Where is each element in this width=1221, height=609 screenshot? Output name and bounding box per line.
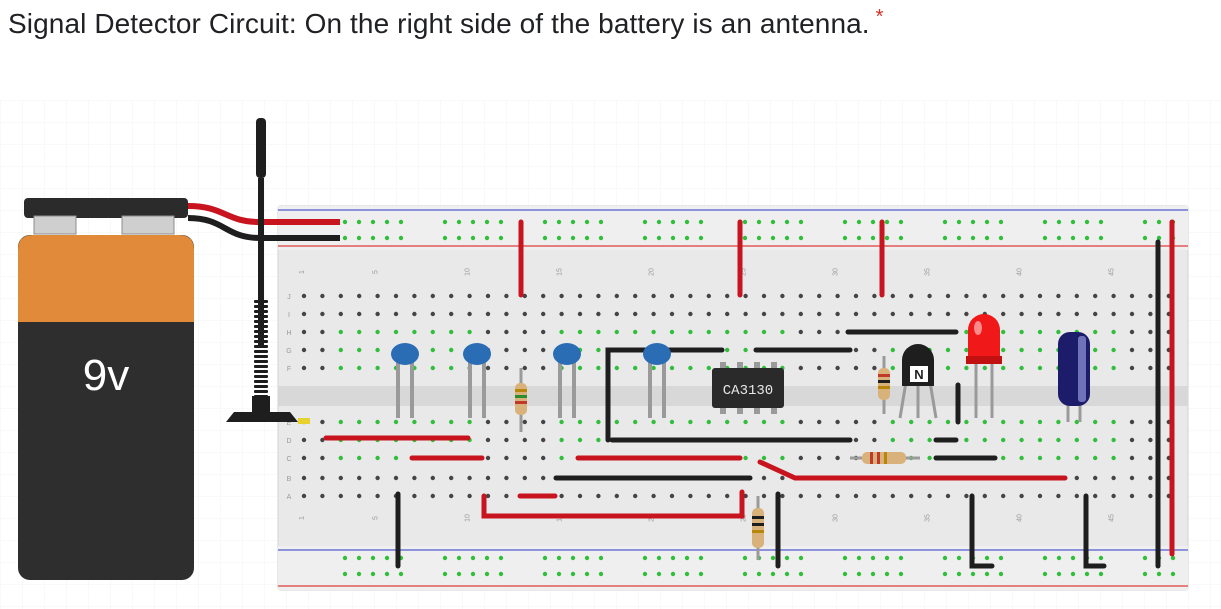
row-letters: J I H G F E D C B A [286,294,291,501]
column-number: 10 [465,514,472,522]
chip-label: CA3130 [723,383,773,399]
ceramic-capacitors [391,343,671,418]
resistor-r2 [878,356,890,414]
column-number: 30 [833,268,840,276]
battery-9v: 9v [18,198,194,580]
column-number: 1 [299,270,306,274]
column-number: 5 [373,270,380,274]
column-number: 35 [925,514,932,522]
row-letter: G [286,348,291,355]
transistor-npn: N [898,344,938,419]
resistor-r4 [752,496,764,560]
battery-label: 9v [83,351,129,400]
black-wires [395,239,1161,569]
column-number: 15 [557,268,564,276]
capacitor-c1 [391,343,419,418]
row-letter: H [286,330,291,337]
resistors [515,356,920,560]
question-text: Signal Detector Circuit: On the right si… [8,8,870,39]
antenna [226,118,310,424]
column-number: 5 [373,516,380,520]
row-letter: J [287,294,291,301]
required-marker: * [875,6,884,28]
column-number: 30 [833,514,840,522]
column-number: 35 [925,268,932,276]
capacitor-c2 [463,343,491,418]
column-number: 10 [465,268,472,276]
ic-chip: CA3130 [712,362,784,414]
row-letter: D [286,438,291,445]
column-number: 40 [1017,514,1024,522]
column-number: 20 [649,268,656,276]
transistor-label: N [914,367,923,382]
row-letter: C [286,456,291,463]
led-red [966,314,1002,418]
capacitor-c3 [553,343,581,418]
column-number: 45 [1109,514,1116,522]
resistor-r3 [850,452,920,464]
electrolytic-capacitor [1058,332,1090,422]
row-letter: E [287,420,292,427]
row-letter: A [287,494,292,501]
battery-snap [24,198,188,218]
column-number: 45 [1109,268,1116,276]
row-letter: F [287,366,291,373]
resistor-r1 [515,368,527,432]
row-letter: I [288,312,290,319]
capacitor-c4 [643,343,671,418]
column-number: 40 [1017,268,1024,276]
row-letter: B [287,476,292,483]
column-number: 25 [741,268,748,276]
red-wires [323,219,1175,557]
question-title: Signal Detector Circuit: On the right si… [8,6,884,40]
column-number: 1 [299,516,306,520]
